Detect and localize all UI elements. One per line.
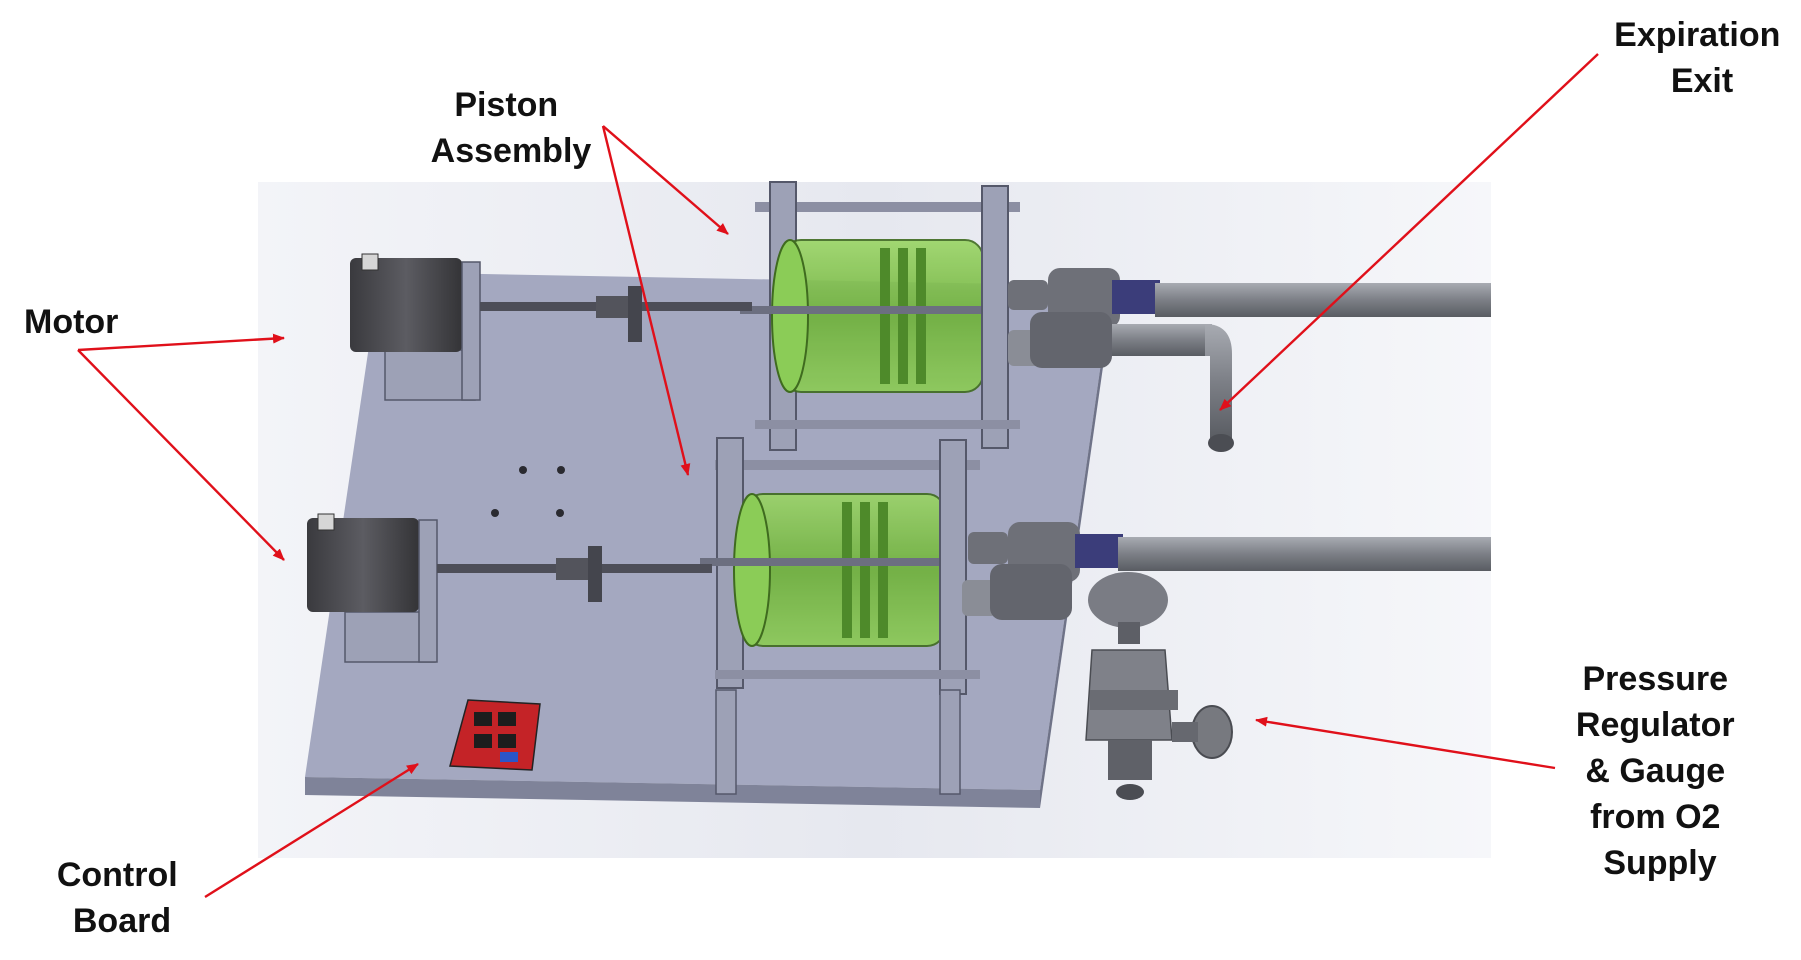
pressure-regulator-gauge bbox=[1085, 572, 1233, 800]
label-motor: Motor bbox=[24, 303, 118, 341]
label-control-board: Control Board bbox=[57, 856, 187, 940]
arrow-piston-upper bbox=[602, 125, 729, 235]
lower-piston-assembly bbox=[700, 437, 1008, 795]
label-expiration-exit: Expiration Exit bbox=[1614, 16, 1790, 100]
control-board bbox=[449, 699, 541, 771]
arrow-motor-lower bbox=[77, 349, 285, 561]
label-piston-assembly: Piston Assembly bbox=[431, 86, 592, 170]
arrow-motor-upper bbox=[77, 333, 285, 352]
arrow-pressure-regulator bbox=[1255, 716, 1556, 770]
mounting-holes bbox=[491, 466, 565, 517]
upper-motor bbox=[350, 253, 752, 401]
annotation-arrows bbox=[77, 53, 1599, 899]
arrow-piston-lower bbox=[601, 125, 691, 476]
label-pressure-regulator: Pressure Regulator & Gauge from O2 Suppl… bbox=[1576, 660, 1744, 882]
lower-valves-and-pipes bbox=[990, 522, 1491, 620]
upper-piston-assembly bbox=[740, 181, 1048, 451]
lower-motor bbox=[307, 513, 712, 663]
arrow-expiration-exit bbox=[1219, 53, 1599, 411]
arrow-control-board bbox=[204, 762, 419, 899]
base-plate bbox=[305, 272, 1112, 808]
upper-valves-and-pipes bbox=[1030, 268, 1491, 452]
